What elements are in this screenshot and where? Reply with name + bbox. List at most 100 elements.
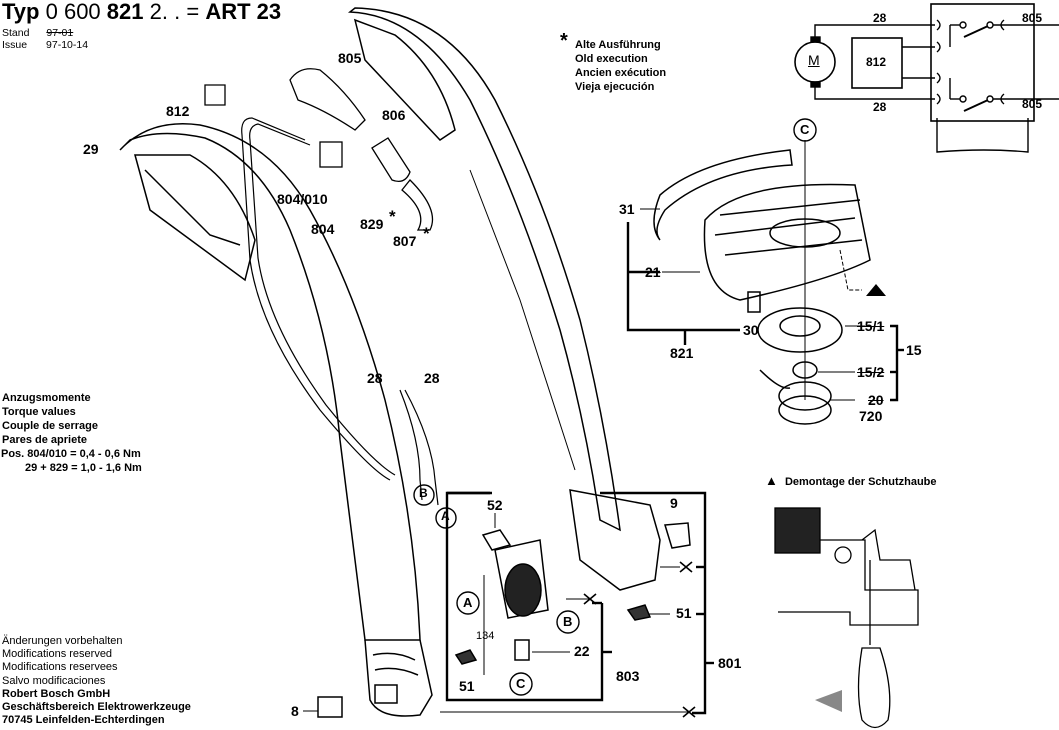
part-51-foot — [626, 604, 652, 621]
motor-assembly — [317, 489, 691, 718]
document-title: Typ 0 600 821 2. . = ART 23 — [2, 0, 281, 24]
guard-brackets — [626, 222, 904, 402]
part-30-label: 30 — [743, 322, 759, 338]
switch-housing — [936, 118, 1029, 153]
wire-top — [814, 24, 935, 37]
typ-prefix: Typ — [2, 0, 40, 24]
stand-label: Stand — [2, 27, 30, 39]
wire-28-bottom-label: 28 — [873, 100, 887, 114]
star-829: * — [389, 207, 396, 226]
handle-housing — [119, 123, 433, 717]
part-29-label: 29 — [83, 141, 99, 157]
footer-line: Salvo modificaciones — [2, 674, 106, 687]
part-21-guard — [703, 183, 871, 301]
plug-805-top-label: 805 — [1022, 11, 1043, 25]
part-812-capacitor — [204, 84, 226, 106]
part-803-label: 803 — [616, 668, 640, 684]
legend-star: * — [560, 30, 568, 52]
callout-b-motor: B — [563, 614, 573, 629]
torque-block: Anzugsmomente Torque values Couple de se… — [1, 391, 142, 475]
demontage-illustration — [774, 507, 919, 729]
torque-line: Couple de serrage — [2, 420, 98, 432]
legend-line: Alte Ausführung — [575, 39, 661, 51]
callout-b-top: B — [419, 486, 428, 500]
part-21-label: 21 — [645, 264, 661, 280]
part-801-label: 801 — [718, 655, 742, 671]
torque-line: Anzugsmomente — [2, 392, 91, 404]
wiring-diagram — [794, 3, 1059, 153]
cable-loop — [241, 117, 439, 506]
part-number-b: 821 — [106, 0, 144, 24]
legend-line: Old execution — [575, 53, 648, 65]
part-804-switch — [319, 141, 343, 168]
part-suffix: 2. . = — [149, 0, 200, 24]
part-720-label: 720 — [859, 408, 883, 424]
part-15-1-spool — [757, 307, 843, 353]
motor-brush-top — [810, 36, 821, 43]
part-829-label: 829 — [360, 216, 384, 232]
part-8-label — [317, 696, 343, 718]
part-51-foot — [454, 649, 478, 665]
part-803-motor — [494, 539, 549, 619]
part-8-label: 8 — [291, 703, 299, 719]
legend-line: Vieja ejecución — [575, 81, 655, 93]
legend-old-execution: Alte Ausführung Old execution Ancien exé… — [575, 38, 666, 94]
part-51-right-label: 51 — [676, 605, 692, 621]
part-15-1-label: 15/1 — [857, 318, 885, 334]
part-28-right-label: 28 — [424, 370, 440, 386]
old-date: 97-01 — [46, 27, 74, 39]
part-804-label: 804 — [311, 221, 335, 237]
part-807-label: 807 — [393, 233, 417, 249]
motor-leaders — [303, 513, 688, 713]
company-name: Robert Bosch GmbH — [2, 687, 111, 700]
plug-805-bottom-label: 805 — [1022, 97, 1043, 111]
footer-block: Änderungen vorbehalten Modifications res… — [2, 635, 191, 727]
part-51-left-label: 51 — [459, 678, 475, 694]
triangle-icon: ▲ — [765, 473, 778, 488]
part-806-label: 806 — [382, 107, 406, 123]
motor-housing-top — [569, 489, 661, 591]
part-9-label — [664, 522, 691, 549]
dimension-134-label: 134 — [476, 630, 495, 642]
triangle-marker — [866, 284, 886, 296]
part-22-label: 22 — [574, 643, 590, 659]
upper-handle — [347, 7, 621, 532]
issue-date: 97-10-14 — [46, 39, 89, 51]
company-division: Geschäftsbereich Elektrowerkzeuge — [2, 701, 191, 714]
callout-a-top: A — [441, 509, 450, 523]
part-31-label: 31 — [619, 201, 635, 217]
star-807: * — [423, 224, 430, 243]
torque-value: Pos. 804/010 = 0,4 - 0,6 Nm — [1, 448, 141, 460]
part-812-label: 812 — [166, 103, 190, 119]
demontage-note: ▲ Demontage der Schutzhaube — [765, 474, 937, 489]
switch-contact — [963, 99, 989, 112]
legend-line: Ancien exécution — [575, 67, 667, 79]
motor-brackets — [445, 491, 714, 715]
demontage-label: Demontage der Schutzhaube — [784, 476, 937, 488]
capacitor-812-label: 812 — [866, 55, 887, 69]
part-28-left-label: 28 — [367, 370, 383, 386]
motor-brush-bottom — [810, 81, 821, 88]
company-address: 70745 Leinfelden-Echterdingen — [2, 714, 165, 727]
callout-a-motor: A — [463, 595, 473, 610]
model-name: ART 23 — [205, 0, 282, 24]
switch-contact — [963, 25, 989, 38]
torque-line: Pares de apriete — [2, 434, 87, 446]
part-22-brush — [514, 639, 530, 661]
motor-label: M — [808, 52, 820, 68]
callout-c-top: C — [800, 122, 810, 137]
switch-box — [930, 3, 1035, 122]
issue-label: Issue — [2, 39, 28, 51]
part-15-label: 15 — [906, 342, 922, 358]
part-52-label: 52 — [487, 497, 503, 513]
footer-line: Änderungen vorbehalten — [2, 635, 123, 647]
plug-parts — [204, 68, 434, 231]
capacitor-box — [851, 37, 903, 89]
part-31-deflector — [653, 149, 793, 241]
part-20-label: 20 — [868, 392, 884, 408]
part-804-010-label: 804/010 — [277, 191, 328, 207]
guard-assembly — [653, 140, 871, 425]
part-52-washer — [481, 529, 512, 551]
guard-leaders — [640, 208, 865, 401]
